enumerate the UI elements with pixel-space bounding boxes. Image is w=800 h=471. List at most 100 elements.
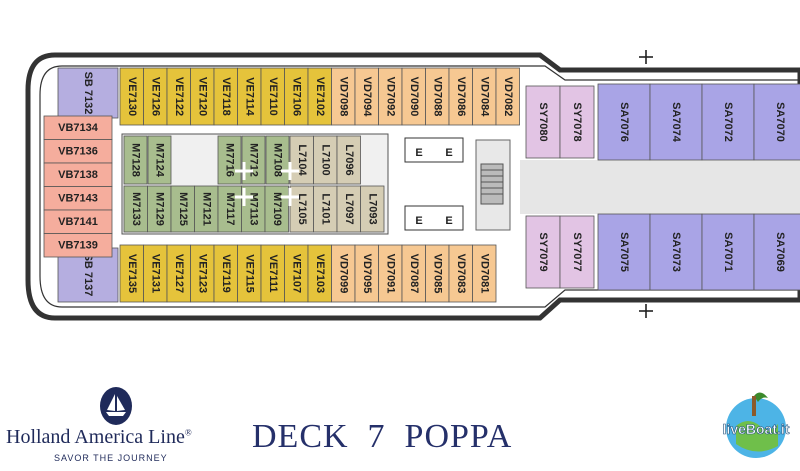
cabin-label: VE7127: [173, 254, 185, 293]
cabin: [360, 185, 385, 233]
cabin: [123, 135, 148, 185]
cabin-label: SA7073: [670, 232, 682, 272]
cabin: [649, 213, 703, 291]
cabin-label: VD7084: [478, 77, 490, 118]
cabin-label: VD7083: [455, 254, 467, 294]
cabin-label: L7105: [296, 193, 308, 224]
cabin-label: VD7092: [384, 77, 396, 117]
cabin-label: VE7119: [220, 254, 232, 293]
cabin: [495, 67, 520, 126]
cabin-label: VE7135: [126, 254, 138, 293]
cabin-label: VE7102: [314, 77, 326, 116]
cabin-label: VD7099: [337, 254, 349, 294]
cabin-label: VD7085: [431, 254, 443, 294]
ship-crest-icon: [100, 387, 132, 425]
cabin: [43, 233, 113, 258]
cabin-label: VB7143: [58, 192, 98, 204]
cabin-label: M7108: [272, 143, 284, 177]
cabin: [147, 135, 172, 185]
cabin-label: M7129: [153, 192, 165, 226]
cabin: [472, 244, 497, 303]
cabin-label: VB7139: [58, 239, 98, 251]
cabin-label: VB7138: [58, 169, 98, 181]
elevator-label: E: [415, 215, 422, 227]
cabin-label: VD7094: [361, 77, 373, 118]
cabin-label: SA7074: [670, 102, 682, 143]
cabin-label: M7716: [224, 143, 236, 177]
elevator-label: E: [445, 147, 452, 159]
cabin-label: VE7130: [126, 77, 138, 116]
brand-tagline: SAVOR THE JOURNEY: [54, 453, 168, 463]
cabin-label: L7101: [319, 193, 331, 224]
cabin: [597, 83, 651, 161]
cabin-label: VD7091: [384, 254, 396, 294]
cabin-label: VE7131: [149, 254, 161, 293]
cabin-label: SA7071: [722, 232, 734, 272]
cabin-label: VE7122: [173, 77, 185, 116]
cabin: [559, 85, 595, 159]
cabin-label: VE7103: [314, 254, 326, 293]
cabin-label: L7104: [296, 144, 308, 176]
watermark-text: liveBoat.it: [723, 421, 790, 437]
cabin: [753, 213, 800, 291]
cabin-label: VB7134: [58, 122, 99, 134]
cabin: [559, 215, 595, 289]
cabin: [597, 213, 651, 291]
cabin-label: SA7069: [774, 232, 786, 272]
brand-block: Holland America Line® SAVOR THE JOURNEY: [6, 386, 236, 470]
cabin-label: M7125: [177, 192, 189, 226]
cabin-label: VD7082: [502, 77, 514, 117]
aft-corridor: [520, 160, 800, 214]
cabin-label: SA7076: [618, 102, 630, 142]
elevator-label: E: [415, 147, 422, 159]
cabin-label: VE7114: [243, 77, 255, 116]
cabin-label: M7133: [130, 192, 142, 226]
cabin-label: M7121: [200, 192, 212, 226]
cabin-label: VD7081: [478, 254, 490, 294]
cabin-label: VD7095: [361, 254, 373, 294]
cabin-label: L7093: [366, 193, 378, 224]
cabin-label: SY7080: [537, 102, 549, 141]
cabin-label: L7097: [343, 193, 355, 224]
deck-title: DECK 7 POPPA: [252, 418, 513, 455]
cabin-label: SA7072: [722, 102, 734, 142]
hull-inner-line: [39, 65, 800, 308]
cabin-label: VB7141: [58, 216, 98, 228]
cabin-label: SY7079: [537, 232, 549, 271]
cabin-label: VD7090: [408, 77, 420, 117]
cabin: [701, 83, 755, 161]
cabin: [336, 135, 361, 185]
watermark-logo: liveBoat.it: [716, 386, 796, 466]
cabin-label: SY7077: [571, 232, 583, 271]
cabin-label: M7128: [130, 143, 142, 177]
cabin-label: VE7106: [290, 77, 302, 116]
cabin-label: SY7078: [571, 102, 583, 141]
cabin-label: VD7098: [337, 77, 349, 117]
stairwell: [475, 139, 511, 231]
cabin-label: VD7088: [431, 77, 443, 117]
cabin-label: L7096: [343, 144, 355, 175]
cabin-label: VE7110: [267, 77, 279, 116]
cabin-label: M7124: [154, 143, 166, 178]
cabin-label: M7109: [271, 192, 283, 226]
cabin-label: VD7087: [408, 254, 420, 294]
cabin-label: SA7070: [774, 102, 786, 142]
cabin-label: SB 7132: [82, 72, 94, 115]
cabin: [701, 213, 755, 291]
cabin-suite: [57, 67, 119, 119]
cabin-label: VE7111: [267, 255, 279, 293]
cabin-label: VE7123: [196, 254, 208, 293]
cabin-label: VD7086: [455, 77, 467, 117]
cabin-label: VE7120: [196, 77, 208, 116]
cabin-label: L7100: [319, 144, 331, 175]
cabin-label: VE7115: [243, 254, 255, 293]
cabin-label: M7113: [247, 192, 259, 225]
brand-name: Holland America Line®: [6, 426, 192, 448]
accessibility-markers: [235, 162, 299, 206]
cabin-label: VE7126: [149, 77, 161, 116]
cabin-label: M7712: [248, 143, 260, 177]
cabin-label: VE7118: [220, 77, 232, 116]
cabin-label: VE7107: [290, 254, 302, 293]
deck-marker: [639, 50, 653, 318]
